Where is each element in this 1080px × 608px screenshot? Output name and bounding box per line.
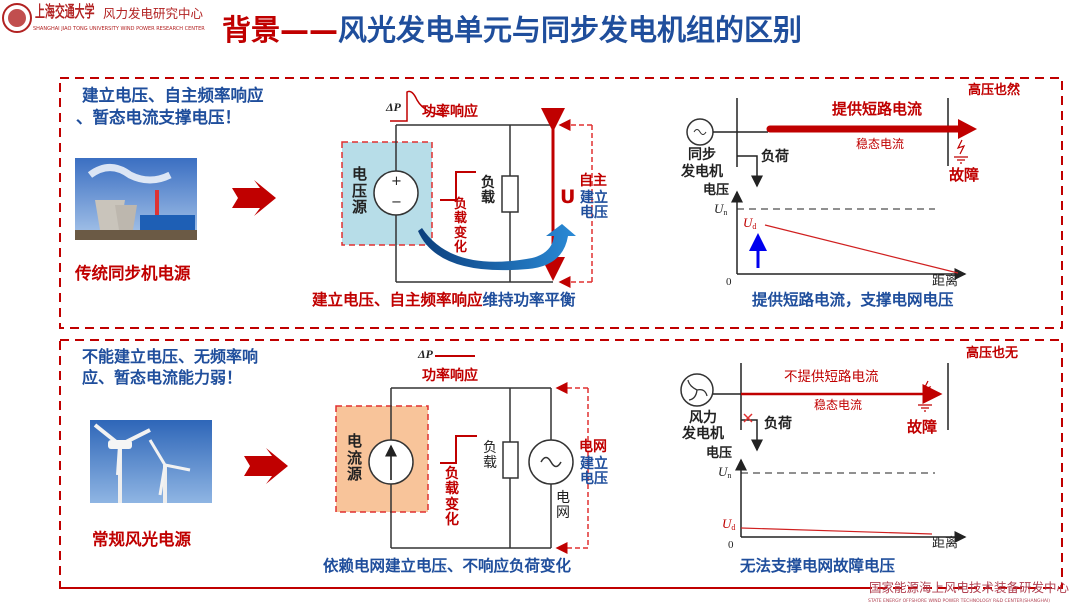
bottom-note: 高压也无 [966,346,1019,361]
caption-red: 建立电压、自主频率响应 [312,291,483,309]
un-symbol: U [718,464,728,479]
load-label: 负载 [481,175,495,207]
top-intro-line2: 、暂态电流支撑电压！ [76,108,241,127]
arrow-right-icon [244,448,288,484]
title-prefix: 背景—— [222,13,339,47]
y-axis-label: 电压 [703,183,730,198]
power-plant-photo [75,158,197,240]
top-source-label: 传统同步机电源 [75,264,191,283]
ud-subscript: d [731,523,736,532]
power-response-label: 功率响应 [422,104,478,120]
plus-sign: + [391,174,402,189]
load-resistor [501,175,519,213]
footer-center-name: 国家能源海上风电技术装备研发中心 [869,580,1070,595]
x-axis-label: 距离 [932,536,959,551]
footer-center-english: STATE ENERGY OFFSHORE WIND POWER TECHNOL… [868,599,1051,604]
load-resistor [502,441,519,479]
x-axis-label: 距离 [932,274,959,289]
bottom-intro-line2: 应、暂态电流能力弱！ [82,368,243,387]
origin-label: 0 [726,276,732,288]
wind-generator-label: 风力发电机 [682,410,724,443]
un-symbol: U [714,201,724,216]
page-title: 背景——风光发电单元与同步发电机组的区别 [222,13,803,47]
load-label: 负荷 [764,416,792,432]
minus-sign: − [391,195,402,210]
university-logo [2,3,32,33]
self-build-label-blue: 建立电压 [580,190,608,222]
blocked-load-icon [743,413,753,423]
grid-label: 电网 [556,490,570,522]
un-label: Un [714,201,728,217]
steady-current-label: 稳态电流 [814,398,863,412]
top-note: 高压也然 [968,83,1021,98]
voltage-drop-line [764,224,959,274]
top-intro-line1: 建立电压、自主频率响应 [82,86,264,105]
grid-build-label-blue: 建立电压 [580,456,608,488]
arrow-right-icon [232,180,276,216]
ud-label: Ud [743,215,757,231]
ud-label: Ud [722,516,736,532]
top-fault-caption: 提供短路电流，支撑电网电压 [752,291,954,309]
caption-blue: 维持功率平衡 [482,291,576,309]
logo-english: SHANGHAI JIAO TONG UNIVERSITY WIND POWER… [33,26,205,32]
voltage-u-label: U [560,186,576,208]
bottom-source-label: 常规风光电源 [92,530,191,549]
bottom-circuit-caption: 依赖电网建立电压、不响应负荷变化 [323,557,572,575]
ud-subscript: d [752,222,757,231]
un-subscript: n [727,471,732,480]
bottom-intro-line1: 不能建立电压、无频率响 [82,347,259,366]
origin-label: 0 [728,539,734,551]
low-voltage-line [740,527,933,535]
section-box-bottom [59,339,1063,589]
load-label: 负荷 [761,149,789,165]
load-change-label: 负载变化 [445,466,459,529]
fault-label: 故障 [949,166,980,184]
no-short-current-label: 不提供短路电流 [784,369,879,385]
top-circuit-caption: 建立电压、自主频率响应维持功率平衡 [312,291,576,310]
un-label: Un [718,464,732,480]
fault-label: 故障 [907,418,938,436]
y-axis-label: 电压 [706,446,733,461]
steady-current-label: 稳态电流 [856,137,905,151]
ud-symbol: U [722,516,732,531]
grid-build-label-red: 电网 [579,439,607,455]
logo-center-name: 风力发电研究中心 [103,6,204,21]
voltage-source-symbol [373,170,419,216]
curved-blue-arrow [418,224,576,271]
current-source-label: 电流源 [347,432,363,483]
title-main: 风光发电单元与同步发电机组的区别 [338,13,803,47]
delta-p-label: ΔP [418,347,433,361]
wind-turbine-photo [90,420,212,503]
voltage-source-label: 电压源 [352,165,368,216]
sync-generator-label: 同步发电机 [681,147,723,180]
ud-symbol: U [743,215,753,230]
load-change-label: 负载变化 [454,197,468,255]
short-current-label: 提供短路电流 [832,100,923,118]
power-response-label: 功率响应 [422,368,478,384]
self-build-label-red: 自主 [579,173,607,189]
load-label: 负载 [483,440,497,472]
bottom-fault-caption: 无法支撑电网故障电压 [740,557,896,575]
section-box-top [59,77,1063,329]
un-subscript: n [723,208,728,217]
logo-university-name: 上海交通大学 [35,2,95,21]
delta-p-label: ΔP [386,100,401,114]
